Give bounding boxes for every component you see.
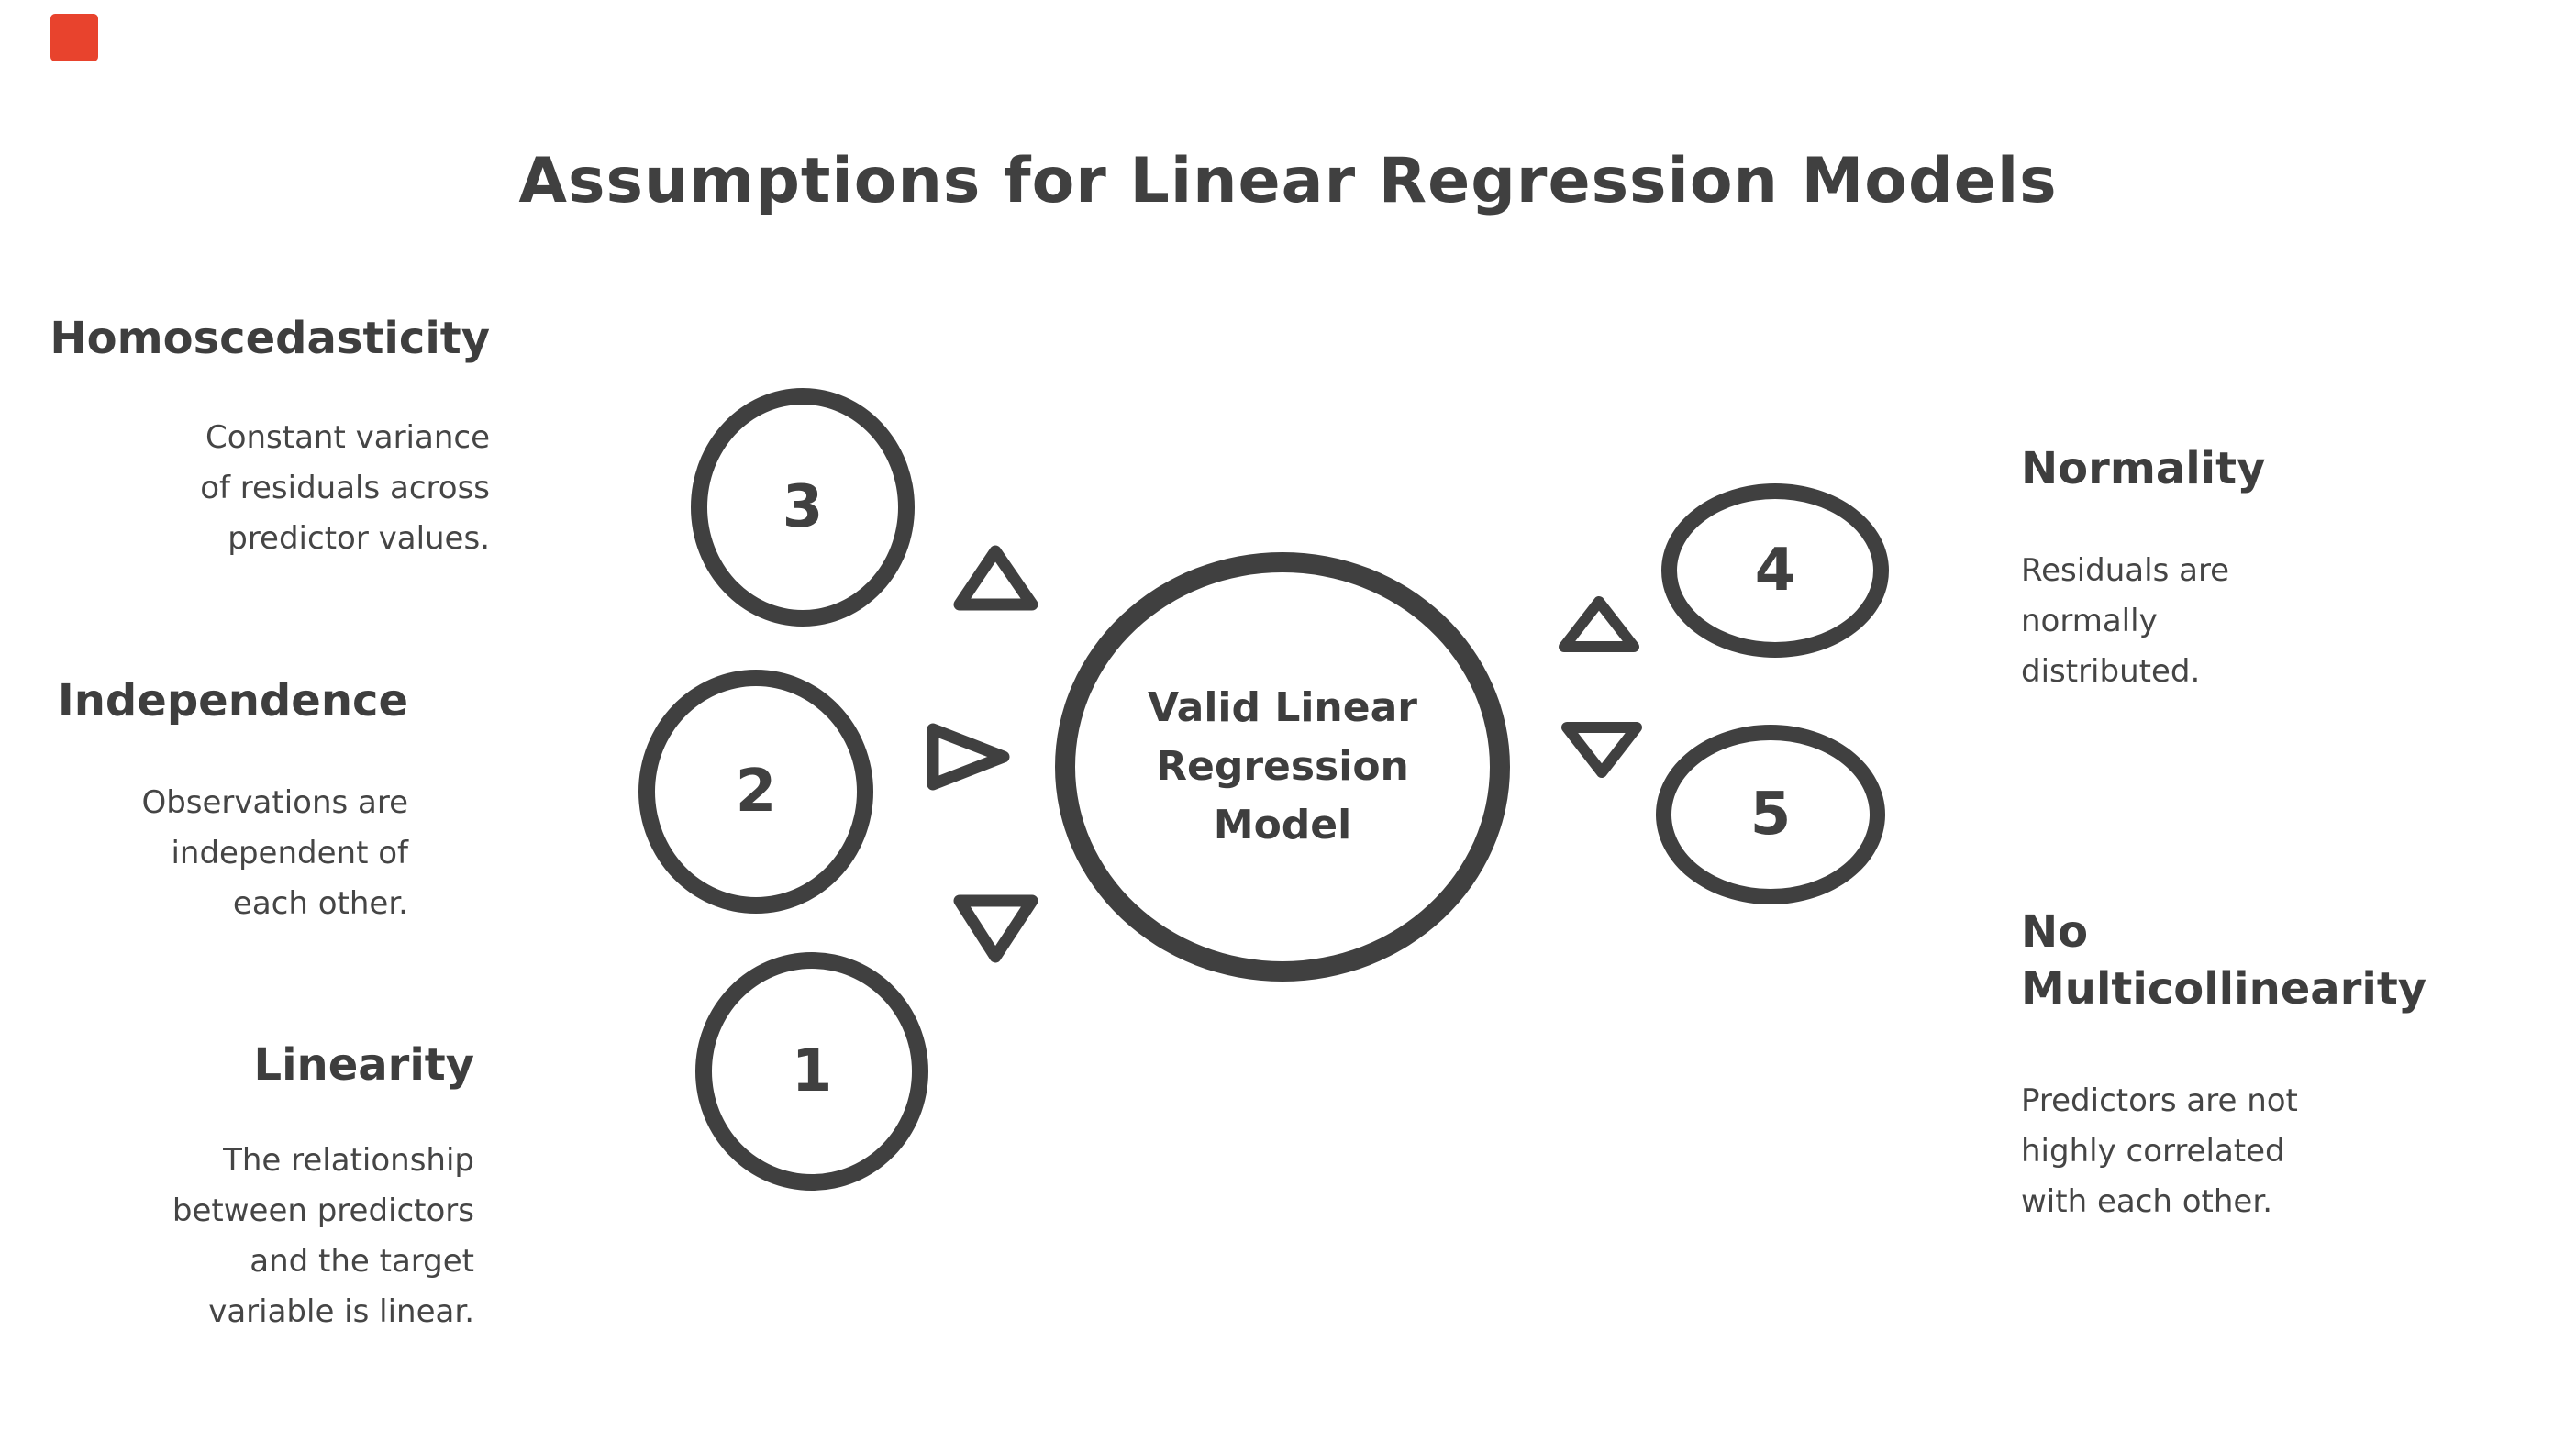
node-number-4: 4 [1754, 537, 1796, 604]
assumption-description-normality: Residuals are normally distributed. [2021, 552, 2230, 690]
triangle-up-icon [953, 545, 1038, 611]
node-circle-5: 5 [1656, 725, 1885, 904]
assumption-description-linearity: The relationship between predictors and … [172, 1142, 474, 1330]
assumption-heading-independence: Independence [57, 675, 408, 726]
assumption-block-independence: Independence Observations are independen… [0, 672, 408, 929]
node-number-5: 5 [1749, 781, 1792, 849]
node-circle-4: 4 [1661, 483, 1889, 658]
node-circle-3: 3 [691, 388, 915, 627]
assumption-description-independence: Observations are independent of each oth… [141, 784, 408, 922]
red-corner-square [50, 14, 98, 61]
assumption-heading-linearity: Linearity [253, 1039, 474, 1091]
node-number-3: 3 [782, 473, 824, 541]
triangle-right-icon [927, 723, 1010, 791]
node-circle-1: 1 [695, 952, 928, 1191]
assumption-description-no-multicollinearity: Predictors are not highly correlated wit… [2021, 1082, 2298, 1220]
assumption-block-homoscedasticity: Homoscedasticity Constant variance of re… [0, 310, 490, 564]
assumption-description-homoscedasticity: Constant variance of residuals across pr… [200, 419, 490, 557]
triangle-up-icon [1559, 596, 1639, 652]
assumption-block-linearity: Linearity The relationship between predi… [0, 1037, 474, 1337]
assumption-heading-no-multicollinearity: No Multicollinearity [2021, 906, 2427, 1015]
node-number-1: 1 [791, 1037, 833, 1105]
center-node-label: Valid Linear Regression Model [1148, 684, 1417, 849]
triangle-down-icon [953, 894, 1038, 963]
assumption-block-normality: Normality Residuals are normally distrib… [2021, 440, 2535, 697]
assumption-heading-normality: Normality [2021, 443, 2266, 494]
node-number-2: 2 [735, 758, 777, 826]
center-node-circle: Valid Linear Regression Model [1055, 552, 1510, 982]
page-title: Assumptions for Linear Regression Models [518, 145, 2058, 217]
assumption-block-no-multicollinearity: No Multicollinearity Predictors are not … [2021, 904, 2535, 1227]
assumption-heading-homoscedasticity: Homoscedasticity [50, 313, 490, 364]
triangle-down-icon [1561, 722, 1642, 778]
node-circle-2: 2 [638, 670, 873, 914]
